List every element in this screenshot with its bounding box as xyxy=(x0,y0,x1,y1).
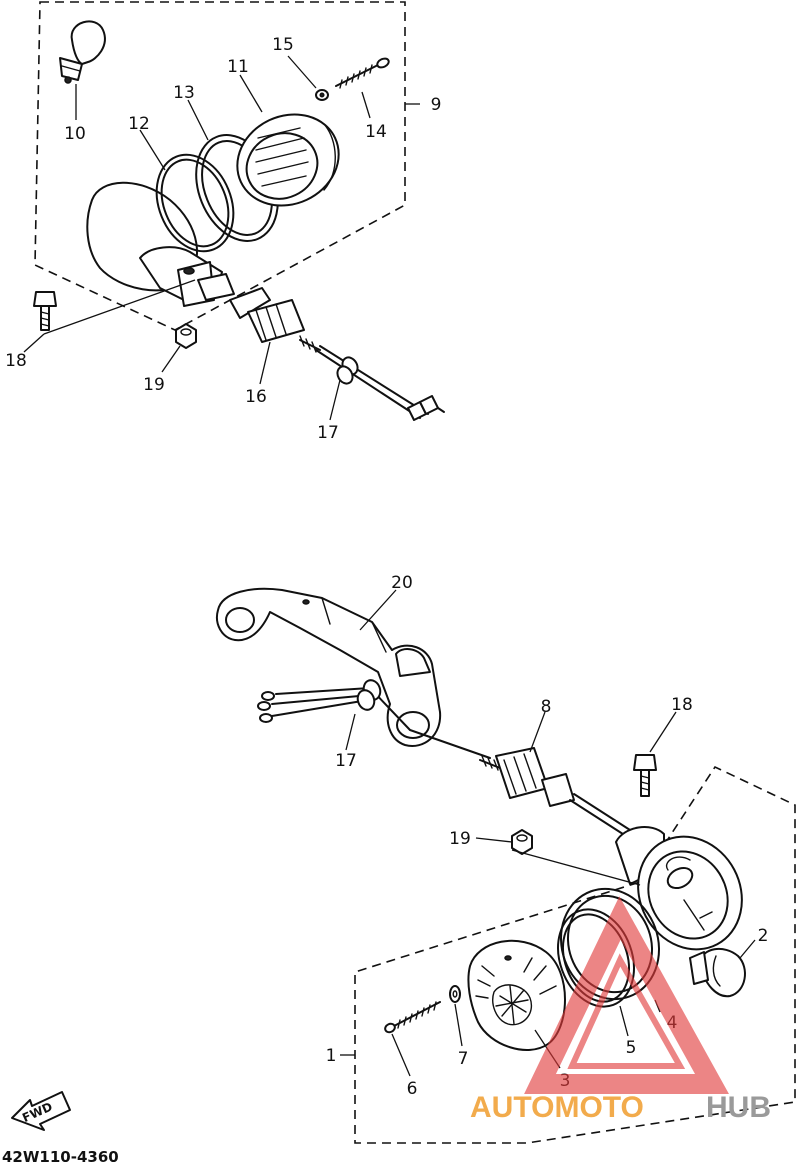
callout-19-bottom: 19 xyxy=(449,829,471,849)
lens-rim-part-11 xyxy=(236,113,340,207)
callout-2: 2 xyxy=(758,926,769,946)
bracket-part-20 xyxy=(216,587,442,747)
ring-part-12 xyxy=(155,153,235,253)
bolt-part-18-top xyxy=(33,291,57,331)
callout-7: 7 xyxy=(458,1049,469,1069)
callout-19-top: 19 xyxy=(143,375,165,395)
lens-housing xyxy=(86,181,235,307)
callout-10: 10 xyxy=(64,124,86,144)
forward-arrow: FWD xyxy=(11,1091,71,1131)
bulb-part-2 xyxy=(689,947,746,998)
callout-17-bottom: 17 xyxy=(335,751,357,771)
washer-part-15 xyxy=(315,89,329,101)
lens-part-3 xyxy=(467,939,566,1051)
top-leader-lines xyxy=(23,55,420,421)
wire-part-17-top xyxy=(315,345,445,421)
bulb-part-10 xyxy=(59,20,106,84)
callout-20: 20 xyxy=(391,573,413,593)
top-group-boundary xyxy=(34,1,406,331)
callout-16: 16 xyxy=(245,387,267,407)
bottom-group-boundary xyxy=(354,765,796,1144)
watermark-logo xyxy=(524,896,729,1094)
callout-6: 6 xyxy=(407,1079,418,1099)
callout-5: 5 xyxy=(626,1038,637,1058)
bolt-part-18-bottom xyxy=(633,754,657,797)
callout-8: 8 xyxy=(541,697,552,717)
washer-part-7 xyxy=(449,985,461,1003)
signal-housing xyxy=(615,826,743,951)
nut-part-19-bottom xyxy=(511,829,533,855)
socket-part-16 xyxy=(229,287,321,353)
bottom-assembly-group: 20 8 18 17 19 2 4 5 3 7 6 1 xyxy=(216,573,796,1144)
callout-1: 1 xyxy=(326,1046,337,1066)
diagram-code: 42W110-4360 xyxy=(2,1148,119,1166)
callout-11: 11 xyxy=(227,57,249,77)
wire-part-17-bottom xyxy=(257,679,491,759)
callout-17-top: 17 xyxy=(317,423,339,443)
top-assembly-group: 10 12 13 11 15 14 9 18 19 16 17 xyxy=(5,1,445,443)
socket-part-8 xyxy=(479,747,631,837)
callout-18-top: 18 xyxy=(5,351,27,371)
bottom-leader-lines xyxy=(340,589,756,1077)
screw-part-6 xyxy=(384,1001,441,1034)
callout-13: 13 xyxy=(173,83,195,103)
nut-part-19-top xyxy=(175,323,197,349)
callout-14: 14 xyxy=(365,122,387,142)
callout-9: 9 xyxy=(431,95,442,115)
screw-part-14 xyxy=(335,57,390,89)
watermark-brand-left: AUTOMOTO xyxy=(470,1091,644,1124)
callout-15: 15 xyxy=(272,35,294,55)
callout-18-bottom: 18 xyxy=(671,695,693,715)
watermark-brand-right: HUB xyxy=(706,1091,771,1124)
callout-12: 12 xyxy=(128,114,150,134)
